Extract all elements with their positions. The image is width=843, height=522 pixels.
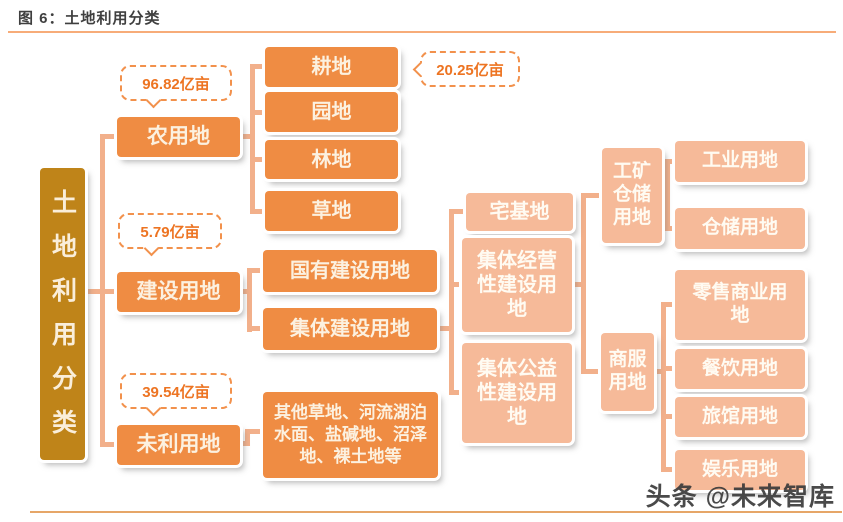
node-retail-commercial-land: 零售商业用地: [675, 270, 805, 340]
node-collective-construction-land: 集体建设用地: [263, 308, 437, 350]
node-agricultural-land: 农用地: [117, 117, 240, 157]
connector: [452, 209, 466, 214]
agricultural-callout: 96.82亿亩: [120, 65, 232, 109]
watermark: 头条 @未来智库: [645, 483, 835, 511]
node-state-construction-land: 国有建设用地: [263, 250, 437, 292]
connector: [664, 366, 675, 371]
connector: [247, 268, 252, 332]
node-unused-land-detail: 其他草地、河流湖泊水面、盐碱地、沼泽地、裸土地等: [263, 392, 438, 478]
construction-callout-value: 5.79亿亩: [140, 223, 200, 241]
connector: [668, 159, 675, 164]
agricultural-callout-value: 96.82亿亩: [142, 75, 210, 93]
connector: [100, 134, 105, 447]
connector: [584, 193, 602, 198]
connector: [654, 369, 664, 374]
construction-callout: 5.79亿亩: [118, 213, 222, 257]
connector: [103, 289, 118, 294]
cultivated-land-callout-value: 20.25亿亩: [436, 61, 504, 79]
node-collective-public-welfare-construction-land: 集体公益性建设用地: [462, 343, 572, 443]
connector: [253, 157, 265, 162]
callout-tail: [412, 61, 429, 78]
bottom-divider: [30, 511, 842, 513]
unused-callout: 39.54亿亩: [120, 373, 232, 417]
connector: [240, 134, 254, 139]
node-forest-land: 林地: [265, 140, 398, 179]
node-catering-land: 餐饮用地: [675, 349, 805, 389]
node-construction-land: 建设用地: [117, 272, 240, 312]
connector: [245, 429, 263, 434]
connector: [100, 134, 118, 139]
node-commercial-service-land: 商服用地: [601, 333, 654, 411]
connector: [245, 429, 250, 446]
node-cultivated-land: 耕地: [265, 47, 398, 87]
root-node: 土地利用分类: [40, 168, 85, 460]
connector: [250, 64, 255, 214]
connector: [253, 110, 265, 115]
connector: [449, 209, 454, 395]
cultivated-land-callout: 20.25亿亩: [412, 51, 520, 87]
connector: [584, 369, 601, 374]
connector: [253, 64, 265, 69]
connector: [668, 226, 675, 231]
unused-callout-value: 39.54亿亩: [142, 383, 210, 401]
node-industrial-land: 工业用地: [675, 141, 805, 182]
connector: [437, 326, 453, 331]
connector: [661, 302, 666, 472]
title-underline: [8, 31, 836, 33]
node-hotel-land: 旅馆用地: [675, 397, 805, 437]
node-industrial-mining-storage-land: 工矿仓储用地: [602, 148, 662, 243]
node-homestead-land: 宅基地: [466, 193, 573, 231]
connector: [664, 414, 675, 419]
connector: [664, 467, 675, 472]
node-unused-land: 未利用地: [117, 425, 240, 465]
connector: [572, 282, 584, 287]
connector: [664, 302, 675, 307]
node-storage-land: 仓储用地: [675, 208, 805, 249]
connector: [250, 326, 263, 331]
connector: [250, 268, 263, 273]
connector: [253, 209, 265, 214]
figure-title: 图 6：土地利用分类: [18, 10, 161, 27]
callout-tail: [145, 400, 162, 417]
connector: [581, 193, 586, 374]
node-garden-land: 园地: [265, 92, 398, 132]
node-collective-operational-construction-land: 集体经营性建设用地: [462, 238, 572, 332]
connector: [665, 159, 670, 231]
node-grassland: 草地: [265, 191, 398, 231]
connector: [452, 390, 462, 395]
callout-tail: [145, 92, 162, 109]
connector: [240, 289, 250, 294]
connector: [100, 442, 118, 447]
connector: [452, 282, 462, 287]
node-entertainment-land: 娱乐用地: [675, 450, 805, 490]
connector: [85, 289, 105, 294]
callout-tail: [143, 240, 160, 257]
